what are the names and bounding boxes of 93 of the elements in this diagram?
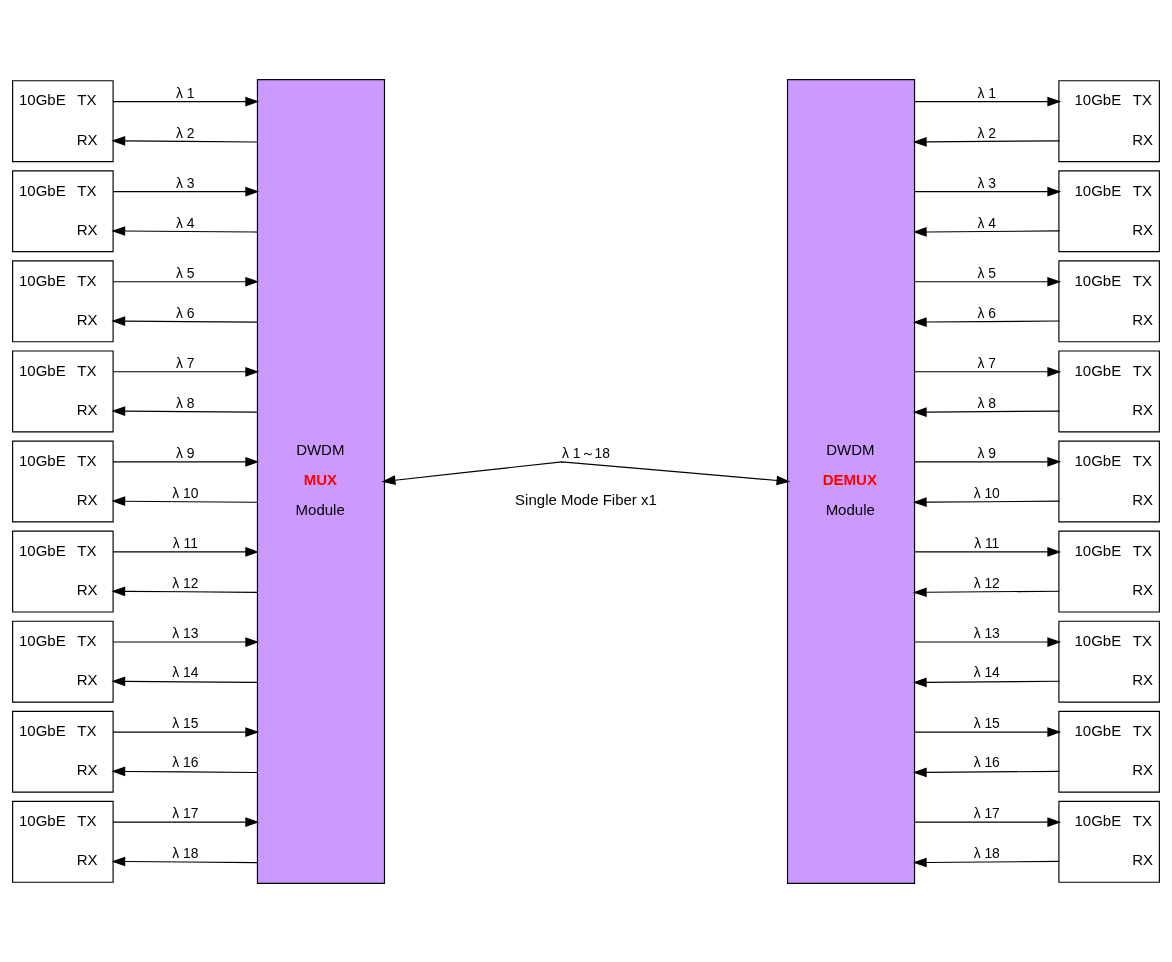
arrow <box>111 405 259 416</box>
arrow <box>112 186 260 196</box>
edge-label: λ 14 <box>172 663 199 680</box>
node-box: 10GbE TX RX <box>1058 710 1160 793</box>
edge-label: λ 9 <box>977 444 996 461</box>
node-box: 10GbE TX RX <box>1058 440 1160 522</box>
edge-label: λ 11 <box>974 534 1000 551</box>
label: Single Mode Fiber x1 <box>515 490 657 508</box>
edge-label: λ 1 <box>977 84 996 101</box>
edge-label: λ 7 <box>176 354 195 371</box>
arrow <box>913 96 1062 106</box>
arrow <box>112 816 260 827</box>
arrow <box>912 586 1061 597</box>
arrow <box>111 225 259 236</box>
edge-label: λ 8 <box>977 394 996 411</box>
edge-label: λ 3 <box>176 174 195 191</box>
arrow <box>111 495 259 506</box>
node-box: 10GbE TX RX <box>12 710 114 793</box>
arrow <box>912 767 1061 777</box>
arrow <box>112 726 260 737</box>
node-box: 10GbE TX RX <box>1058 800 1160 883</box>
edge-label: λ 16 <box>973 753 1000 770</box>
node-box: 10GbE TX RX <box>1058 530 1160 613</box>
arrow <box>913 456 1062 467</box>
edge-label: λ 6 <box>176 304 195 321</box>
node-box: 10GbE TX RX <box>1058 349 1160 432</box>
arrow <box>913 816 1062 827</box>
arrow <box>912 677 1061 687</box>
edge-label: λ 14 <box>973 663 1000 680</box>
arrow <box>912 857 1061 867</box>
arrow <box>112 546 260 557</box>
edge-label: λ 9 <box>176 444 195 461</box>
edge-label: λ 6 <box>977 304 996 321</box>
arrow <box>912 496 1061 507</box>
arrow <box>112 456 260 467</box>
edge-label: λ 11 <box>172 534 198 551</box>
arrow <box>913 366 1062 377</box>
edge-label: λ 16 <box>172 753 199 770</box>
arrow <box>381 460 791 485</box>
node-box: 10GbE TX RX <box>12 259 114 342</box>
node-box: 10GbE TX RX <box>1058 169 1160 252</box>
node-box: 10GbE TX RX <box>12 440 114 522</box>
edge-label: λ 17 <box>172 804 199 821</box>
edge-label: λ 1 <box>176 84 195 101</box>
arrow <box>112 636 260 647</box>
node-box: 10GbE TX RX <box>12 530 114 613</box>
arrow <box>913 546 1062 557</box>
arrow <box>111 315 259 326</box>
edge-label: λ 1～18 <box>562 444 610 461</box>
edge-label: λ 5 <box>176 264 195 281</box>
node-box: 10GbE TX RX <box>12 800 114 883</box>
node-box: 10GbE TX RX <box>12 349 114 432</box>
edge-label: λ 13 <box>172 624 199 641</box>
edge-label: λ 8 <box>176 394 195 411</box>
edge-label: λ 18 <box>973 844 1000 861</box>
edge-label: λ 12 <box>172 574 199 591</box>
edge-label: λ 2 <box>176 124 195 141</box>
arrow <box>112 96 260 106</box>
arrow <box>912 226 1061 237</box>
arrow <box>913 276 1062 287</box>
edge-label: λ 18 <box>172 844 199 861</box>
edge-label: λ 4 <box>176 214 195 231</box>
edge-label: λ 17 <box>973 804 1000 821</box>
node-box: 10GbE TX RX <box>1058 259 1160 342</box>
node-box: 10GbE TX RX <box>1058 79 1160 162</box>
node-box: 10GbE TX RX <box>12 79 114 162</box>
arrow <box>112 276 260 287</box>
arrow <box>111 856 259 866</box>
edge-label: λ 5 <box>977 264 996 281</box>
edge-label: λ 10 <box>172 484 199 501</box>
arrow <box>913 636 1062 647</box>
arrow <box>111 135 259 146</box>
edge-label: λ 3 <box>977 174 996 191</box>
arrow <box>912 316 1061 327</box>
edge-label: λ 15 <box>973 714 1000 731</box>
arrow <box>111 766 259 776</box>
arrow <box>112 366 260 377</box>
arrow <box>912 406 1061 417</box>
arrow <box>912 136 1061 147</box>
node-box: 10GbE TX RX <box>12 169 114 252</box>
edge-label: λ 15 <box>172 714 199 731</box>
arrow <box>111 585 259 596</box>
edge-label: λ 2 <box>977 124 996 141</box>
arrow <box>913 726 1062 737</box>
edge-label: λ 10 <box>973 484 1000 501</box>
node-box: 10GbE TX RX <box>12 620 114 703</box>
arrow <box>913 186 1062 196</box>
edge-label: λ 13 <box>973 624 1000 641</box>
edge-label: λ 4 <box>977 214 996 231</box>
node-box: 10GbE TX RX <box>1058 620 1160 703</box>
edge-label: λ 12 <box>973 574 1000 591</box>
edge-label: λ 7 <box>977 354 996 371</box>
arrow <box>111 676 259 686</box>
